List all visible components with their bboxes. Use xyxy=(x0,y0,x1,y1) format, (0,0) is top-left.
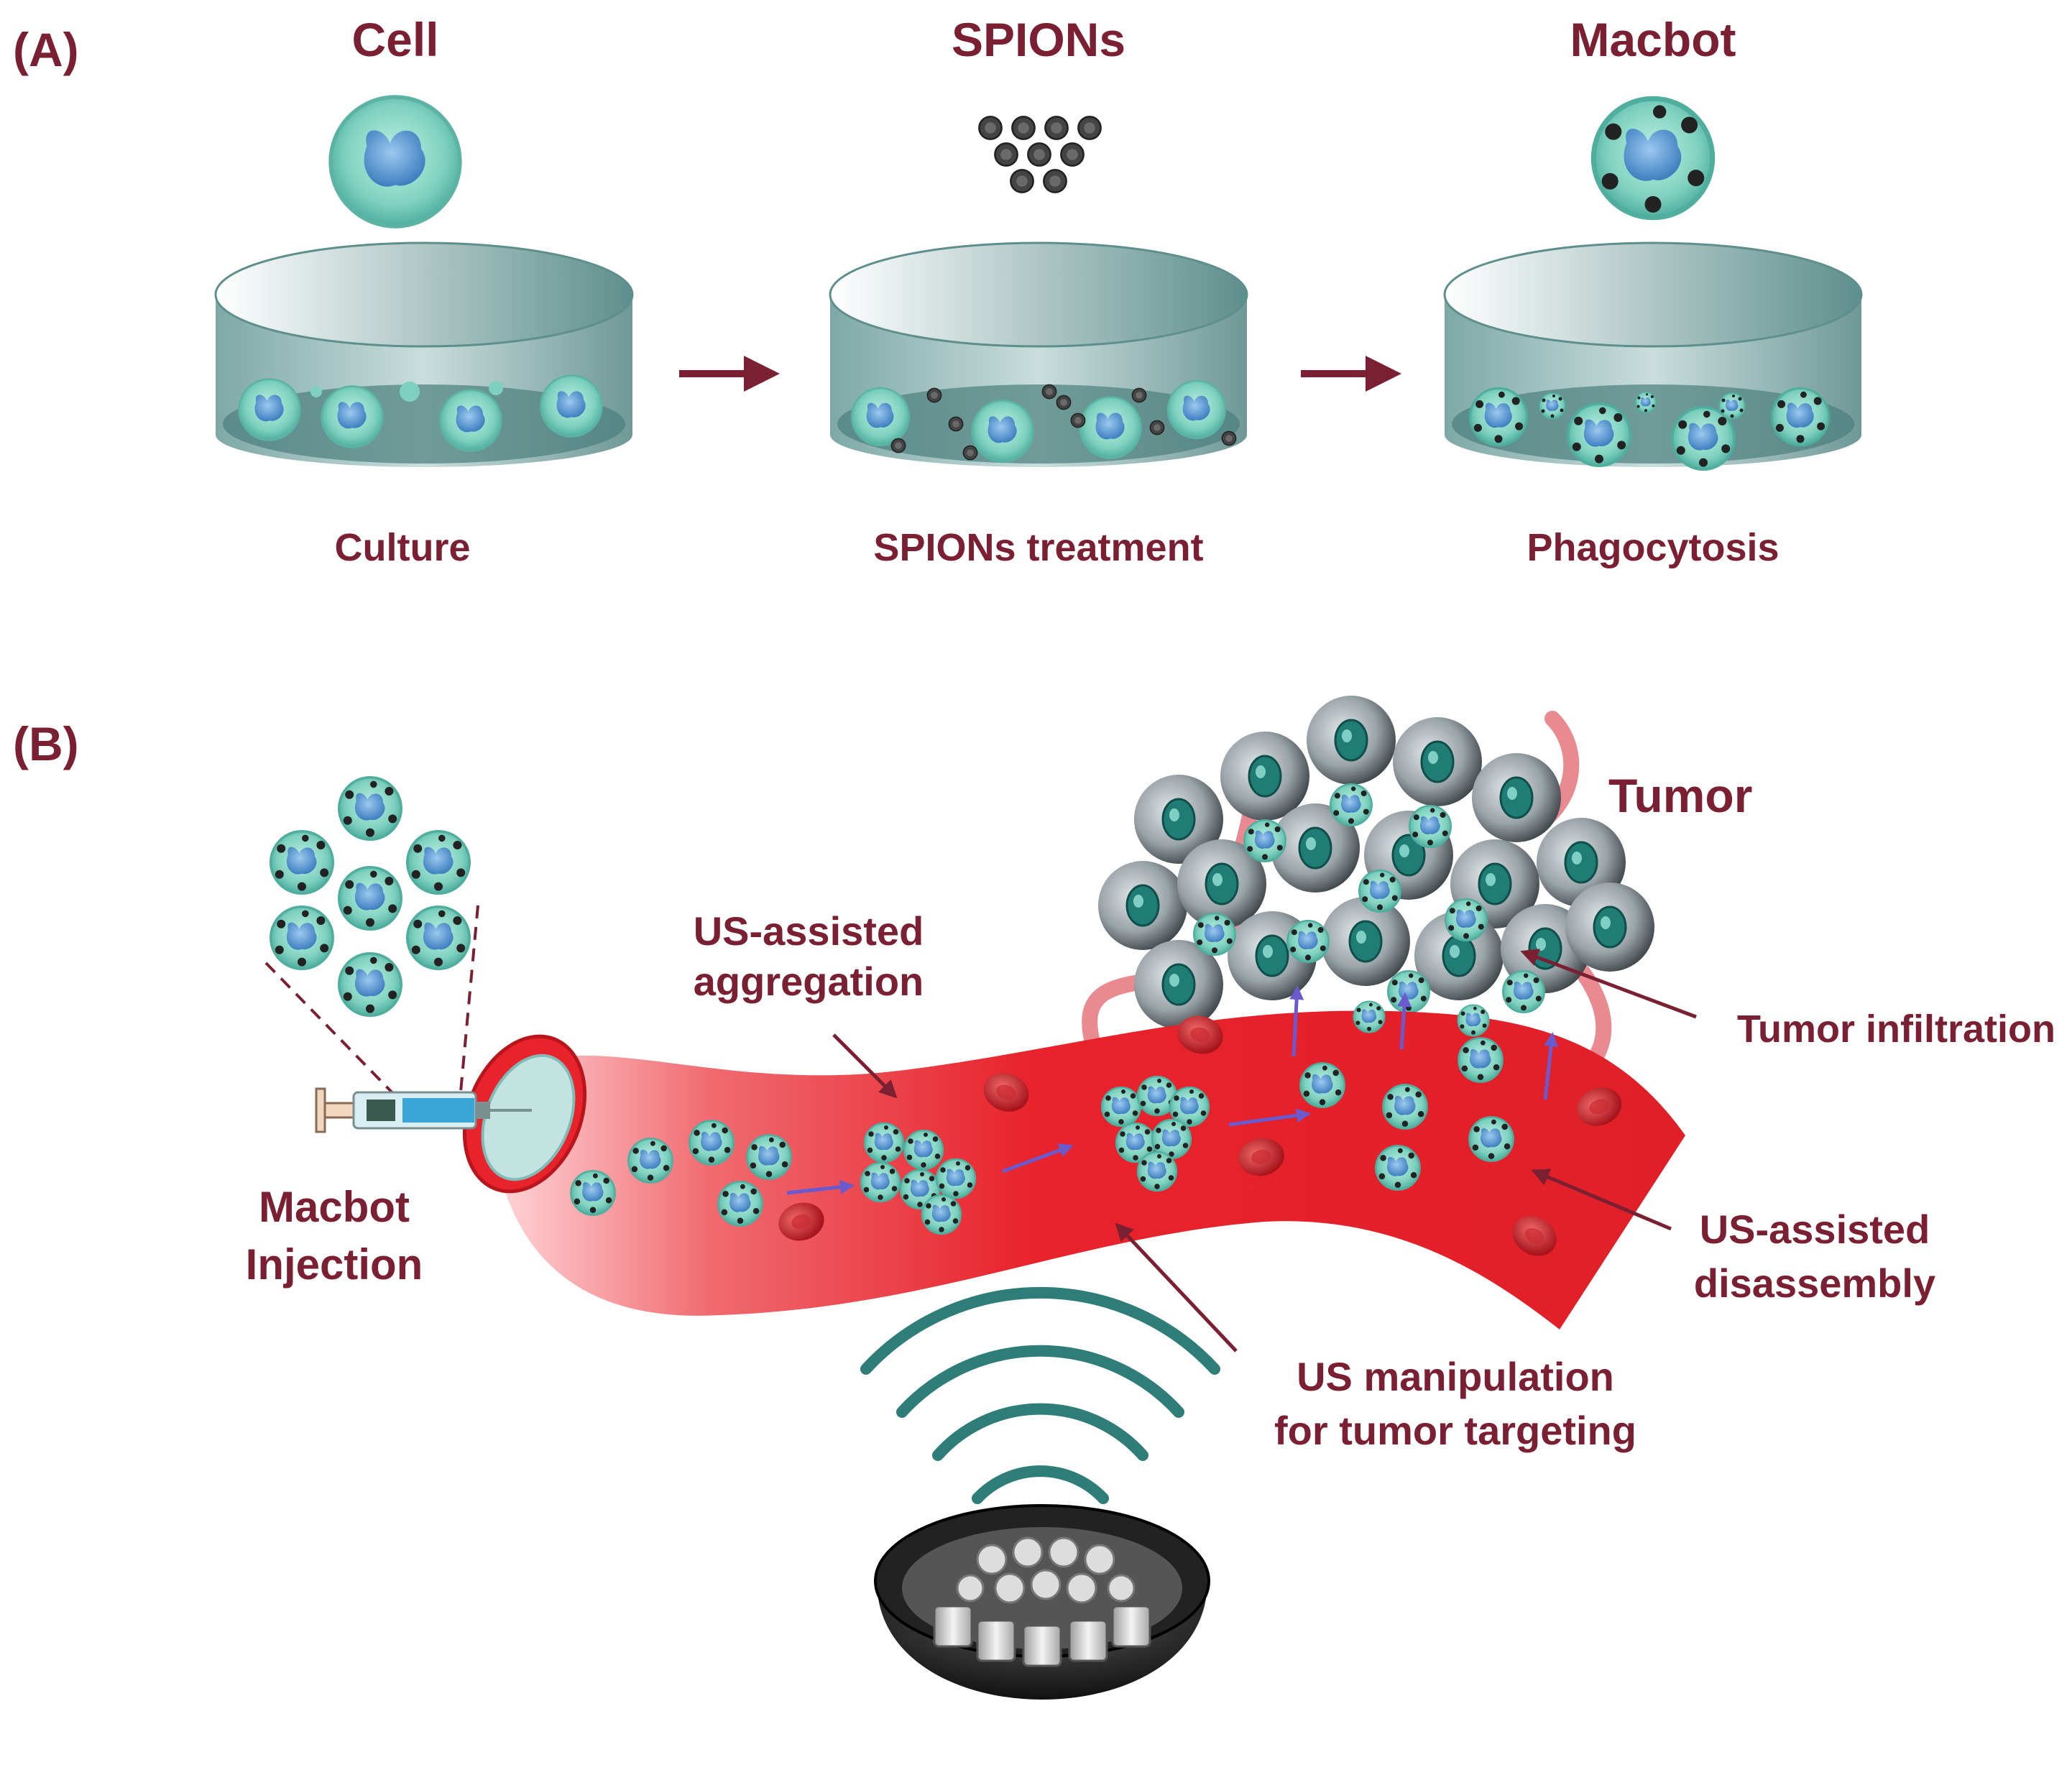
ultrasound-transducer-icon xyxy=(874,1504,1210,1700)
step-cell: Cell Culture xyxy=(214,13,634,569)
step-macbot-title: Macbot xyxy=(1570,13,1736,66)
culture-dish xyxy=(214,241,634,467)
step-macbot-caption: Phagocytosis xyxy=(1527,526,1779,569)
step-cell-title: Cell xyxy=(351,13,438,66)
panel-b-label: (B) xyxy=(13,717,79,770)
zoom-line-right xyxy=(459,905,479,1100)
panel-a-label: (A) xyxy=(13,23,79,76)
step-cell-caption: Culture xyxy=(335,526,471,569)
disassembly-label-line2: disassembly xyxy=(1694,1260,1935,1306)
annotation-arrows xyxy=(832,949,1697,1352)
step-macbot: Macbot Phagocytosis xyxy=(1443,13,1863,569)
tumor-infiltration-label: Tumor infiltration xyxy=(1737,1008,2055,1051)
injection-label-line2: Injection xyxy=(246,1240,423,1289)
flow-arrows xyxy=(786,985,1559,1195)
disassembly-label-line1: US-assisted xyxy=(1700,1207,1930,1252)
step-spions-title: SPIONs xyxy=(952,13,1125,66)
blood-vessel xyxy=(462,1010,1685,1329)
phagocytosis-dish xyxy=(1443,241,1863,471)
cell-icon xyxy=(331,97,460,226)
macbot-cluster xyxy=(269,776,471,1017)
tumor-label: Tumor xyxy=(1608,769,1752,822)
macbot-icon xyxy=(1593,98,1713,218)
step-spions: SPIONs xyxy=(829,13,1248,569)
zoom-line-left xyxy=(264,962,404,1105)
ultrasound-waves-icon xyxy=(860,1286,1220,1544)
step-spions-caption: SPIONs treatment xyxy=(873,526,1203,569)
treatment-dish xyxy=(829,241,1248,467)
injection-label-line1: Macbot xyxy=(259,1183,410,1231)
aggregation-label-line2: aggregation xyxy=(694,959,924,1004)
spion-particles-icon xyxy=(978,116,1102,193)
aggregation-label-line1: US-assisted xyxy=(694,908,924,954)
manipulation-label-line2: for tumor targeting xyxy=(1274,1408,1636,1453)
syringe-icon xyxy=(315,1087,532,1133)
manipulation-label-line1: US manipulation xyxy=(1297,1354,1614,1399)
